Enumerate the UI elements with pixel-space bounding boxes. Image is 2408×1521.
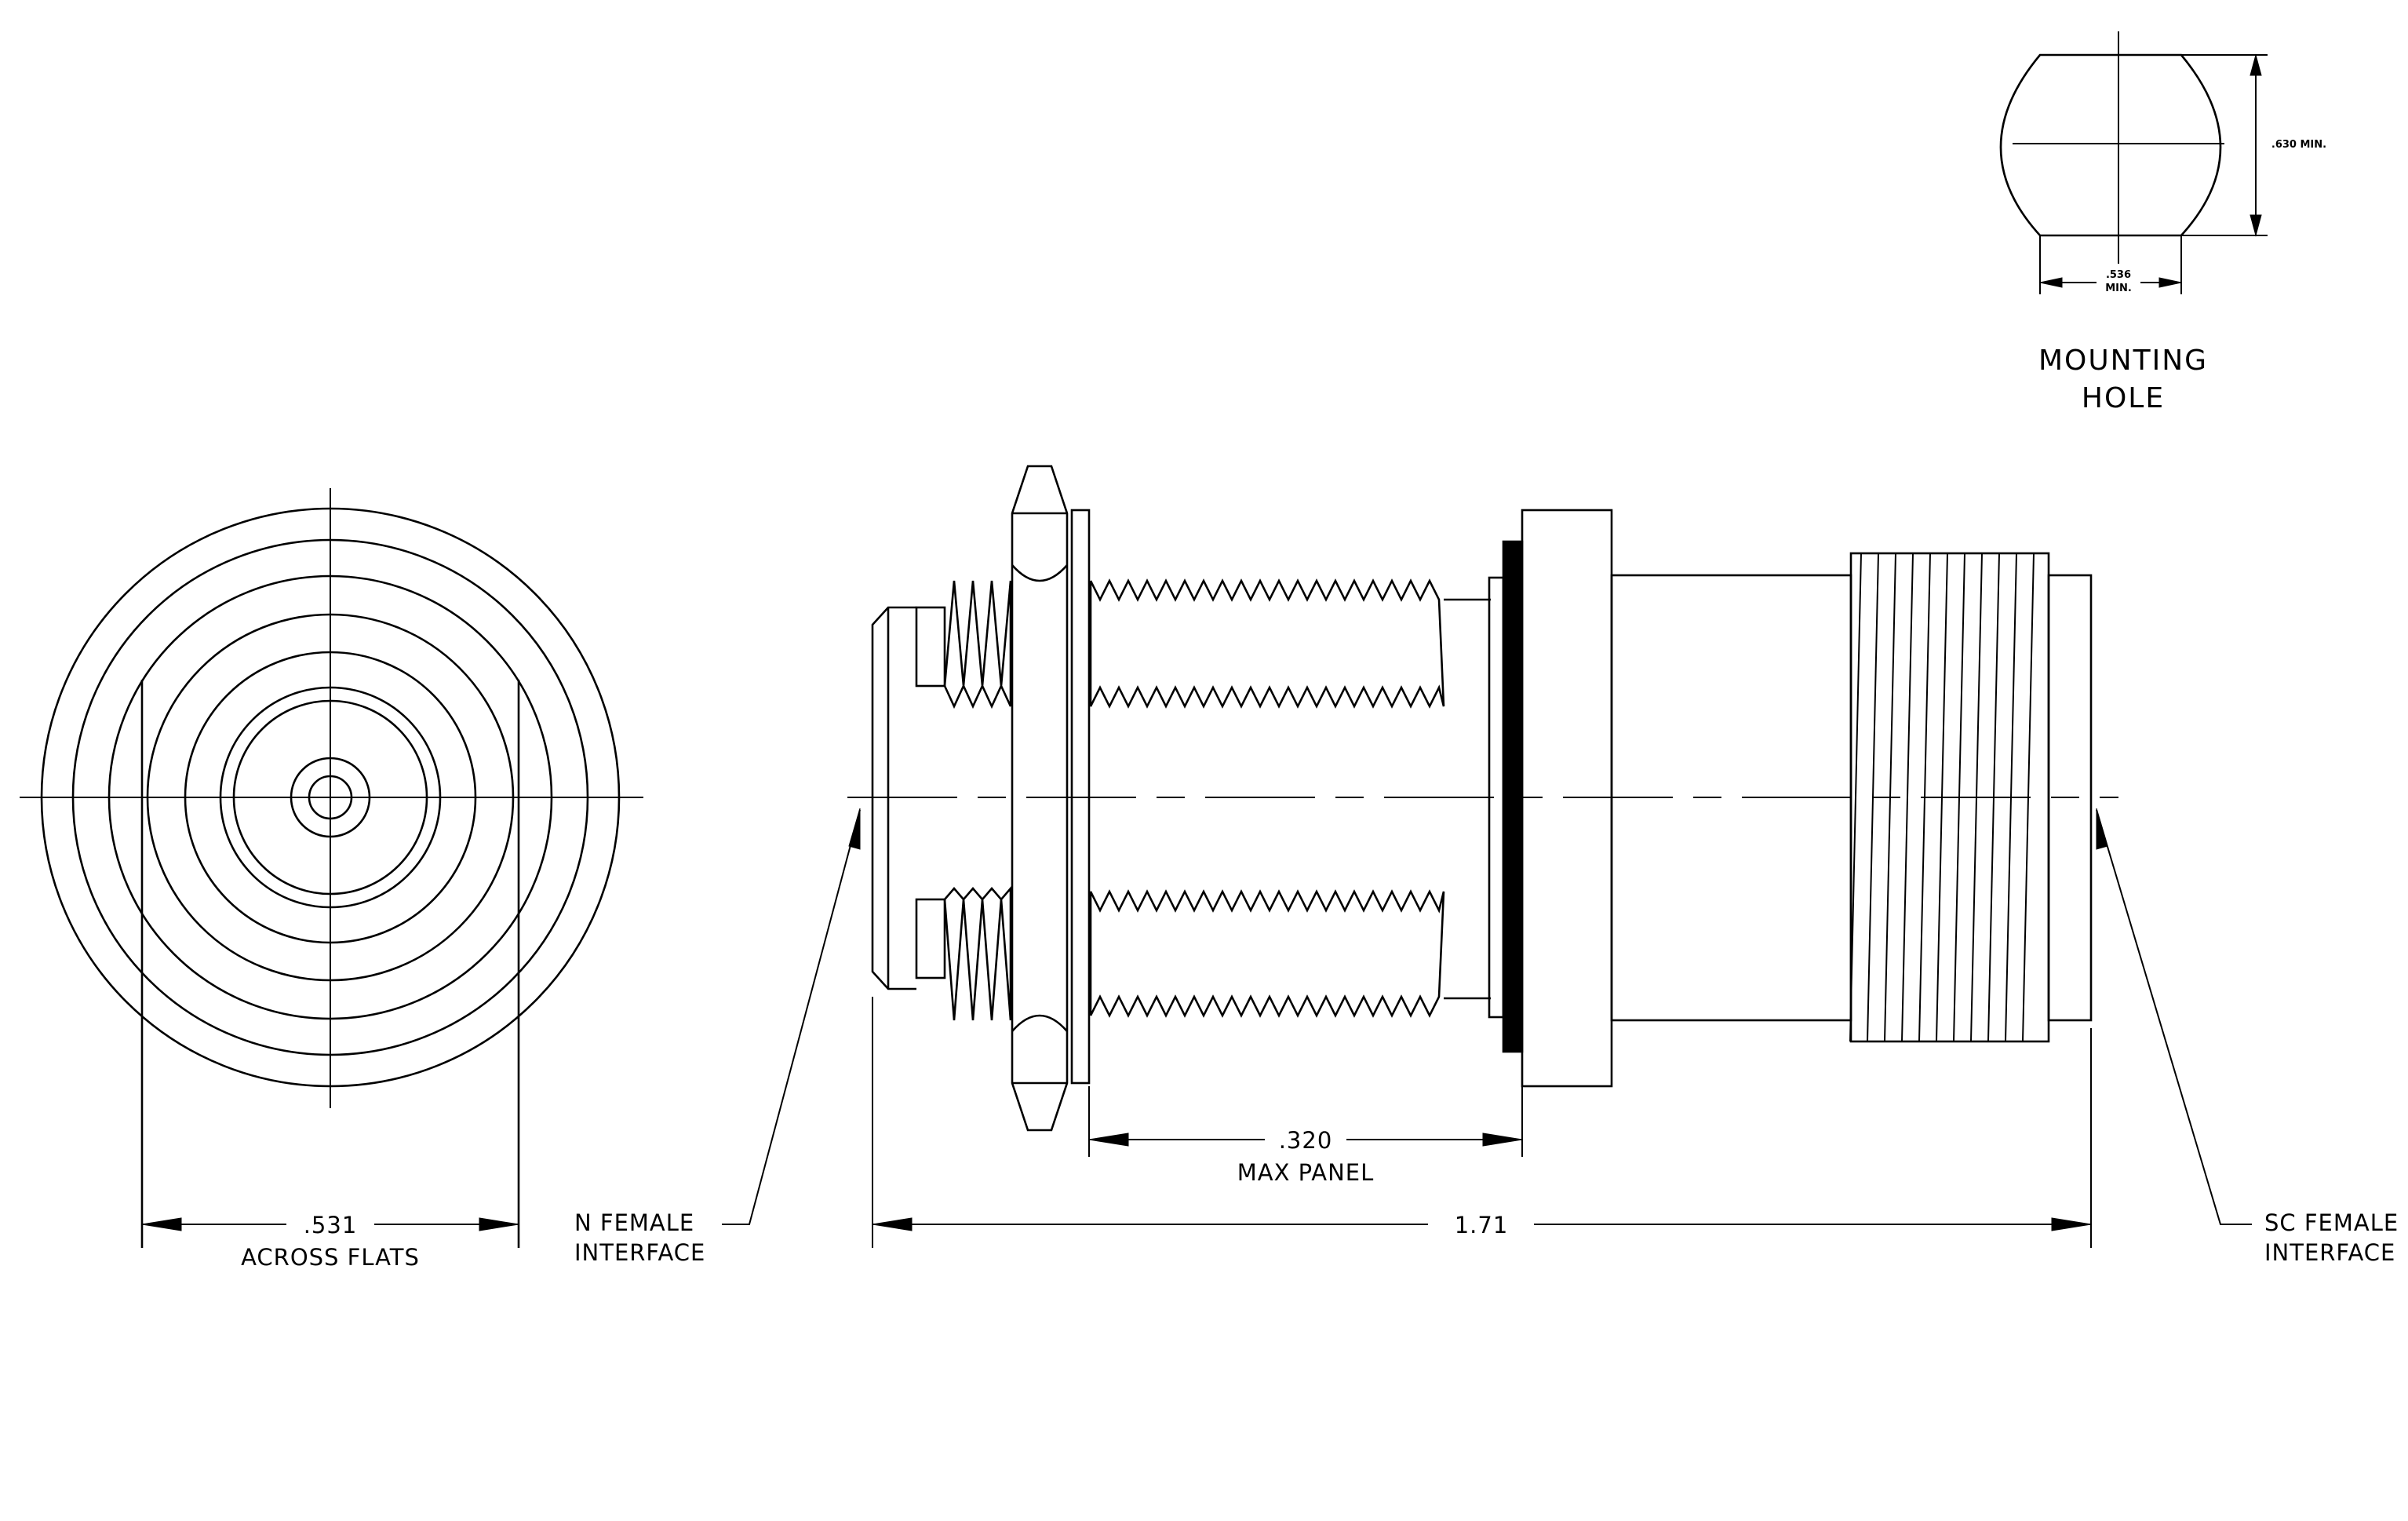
sc-thread-line (1849, 553, 1862, 1042)
panel-dim-value: .320 (1279, 1127, 1333, 1154)
hole-height-arrow-bottom (2250, 214, 2262, 237)
mounting-hole-title-1: MOUNTING (2038, 345, 2208, 377)
sc-end-face (2047, 574, 2093, 1022)
sc-female-label-1: SC FEMALE (2264, 1209, 2399, 1236)
front-dim-arrow-right (479, 1217, 519, 1231)
n-female-label-1: N FEMALE (574, 1209, 694, 1236)
n-female-label-2: INTERFACE (574, 1239, 705, 1266)
left-thread-lower-teeth (943, 885, 1012, 1021)
hole-width-label-1: .536 (2106, 269, 2131, 281)
left-thread-upper-teeth (943, 580, 1012, 709)
overall-arrow-right (2051, 1217, 2092, 1231)
mounting-hole-view: .630 MIN. .536 MIN. MOUNTING HOLE (1999, 31, 2326, 414)
front-dim-arrow-left (141, 1217, 182, 1231)
front-dim-value: .531 (304, 1212, 358, 1238)
hole-height-label: .630 MIN. (2271, 139, 2326, 151)
main-thread-upper-teeth (1089, 578, 1445, 709)
hole-height-arrow-top (2250, 53, 2262, 76)
hole-width-label-2: MIN. (2105, 283, 2132, 294)
hex-nut-flat-top (1011, 564, 1068, 582)
hole-width-arrow-left (2039, 277, 2063, 288)
n-female-arrow (848, 808, 861, 850)
sc-thread-line (1901, 553, 1914, 1042)
panel-arrow-right (1482, 1133, 1523, 1147)
n-female-leader (722, 809, 861, 1225)
front-dim-caption: ACROSS FLATS (241, 1244, 420, 1271)
hex-nut (1011, 465, 1069, 1132)
hole-width-arrow-right (2158, 277, 2182, 288)
hex-nut-flat-bottom (1011, 1014, 1068, 1032)
overall-arrow-left (872, 1217, 913, 1231)
sc-female-label-2: INTERFACE (2264, 1239, 2395, 1266)
panel-dim-caption: MAX PANEL (1237, 1159, 1375, 1186)
sc-female-arrow (2096, 808, 2108, 850)
mounting-hole-outline (1999, 53, 2222, 237)
mounting-hole-title-2: HOLE (2082, 382, 2165, 414)
panel-arrow-left (1088, 1133, 1129, 1147)
left-thread-lower (915, 885, 1012, 1021)
left-thread-upper (915, 580, 1012, 709)
sc-female-leader (2096, 809, 2252, 1225)
front-view: .531 ACROSS FLATS (20, 488, 643, 1271)
overall-length-value: 1.71 (1455, 1212, 1509, 1238)
side-view: .320 MAX PANEL 1.71 N FEMALE INTERFACE S… (574, 465, 2399, 1266)
main-thread-lower-teeth (1089, 889, 1445, 1018)
